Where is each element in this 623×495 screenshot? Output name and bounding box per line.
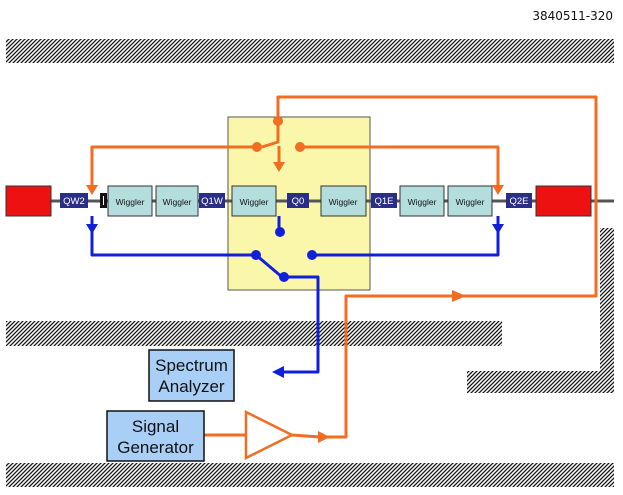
wiggler-2-label: Wiggler	[163, 197, 192, 207]
quad-q2e: Q2E	[506, 193, 532, 208]
drive-line-east	[298, 145, 500, 186]
magnet-right	[535, 185, 592, 217]
drive-arrow-main	[452, 290, 466, 302]
signal-generator: Signal Generator	[106, 410, 205, 462]
wall-bottom	[6, 463, 614, 487]
drive-dot-east	[295, 142, 305, 152]
amplifier-output	[291, 433, 321, 439]
pickup-arrow-west	[86, 224, 98, 234]
drive-dot-top	[273, 116, 283, 126]
wiggler-5-label: Wiggler	[408, 197, 437, 207]
pickup-dot-east	[307, 250, 317, 260]
pickup-line-main	[276, 275, 320, 374]
wall-middle	[6, 321, 502, 346]
quad-q2e-label: Q2E	[509, 196, 528, 207]
quad-q1w-label: Q1W	[201, 196, 223, 207]
pickup-arrow-analyzer	[272, 366, 284, 378]
wiggler-2: Wiggler	[155, 185, 199, 217]
wiggler-4: Wiggler	[320, 185, 367, 217]
pickup-switch-arm	[255, 253, 283, 279]
drive-arrow-switch	[273, 162, 285, 172]
pickup-arrow-east	[492, 224, 504, 234]
quad-q1w: Q1W	[199, 193, 225, 208]
quad-qw2-label: QW2	[63, 196, 85, 207]
magnet-left	[5, 185, 52, 217]
drive-arrow-east	[492, 185, 504, 195]
wiggler-6: Wiggler	[447, 185, 493, 217]
signal-generator-label-1: Signal	[132, 417, 179, 436]
wiggler-4-label: Wiggler	[329, 197, 358, 207]
quad-q1e-label: Q1E	[374, 196, 393, 207]
wiggler-3: Wiggler	[231, 185, 277, 217]
wiggler-1-label: Wiggler	[116, 197, 145, 207]
quad-q0: Q0	[287, 193, 309, 208]
wall-right-vertical	[600, 228, 614, 393]
drive-line-west	[90, 145, 255, 186]
drive-arrow-bottom	[318, 431, 330, 443]
figure-id: 3840511-320	[532, 9, 613, 23]
spectrum-analyzer: Spectrum Analyzer	[148, 349, 235, 402]
drive-arrow-west	[86, 185, 98, 195]
pickup-dot-west	[251, 250, 261, 260]
drive-lines	[90, 95, 598, 439]
drive-switch-arm	[261, 121, 280, 149]
spectrum-analyzer-label-2: Analyzer	[158, 377, 224, 396]
wiggler-6-label: Wiggler	[456, 197, 485, 207]
pickup-dot-common	[279, 272, 289, 282]
quad-q1e: Q1E	[371, 193, 397, 208]
spectrum-analyzer-label-1: Spectrum	[155, 356, 228, 375]
drive-line-main	[276, 95, 598, 439]
wiggler-5: Wiggler	[399, 185, 445, 217]
pickup-dot-center	[275, 227, 285, 237]
signal-generator-label-2: Generator	[117, 438, 194, 457]
quad-qw2: QW2	[60, 193, 88, 208]
wiggler-1: Wiggler	[107, 185, 153, 217]
wall-right-horizontal	[467, 371, 614, 393]
amplifier-icon	[244, 409, 295, 461]
wiggler-3-label: Wiggler	[240, 197, 269, 207]
drive-dot-west	[252, 142, 262, 152]
wall-top	[6, 39, 614, 63]
quad-q0-label: Q0	[292, 196, 305, 207]
